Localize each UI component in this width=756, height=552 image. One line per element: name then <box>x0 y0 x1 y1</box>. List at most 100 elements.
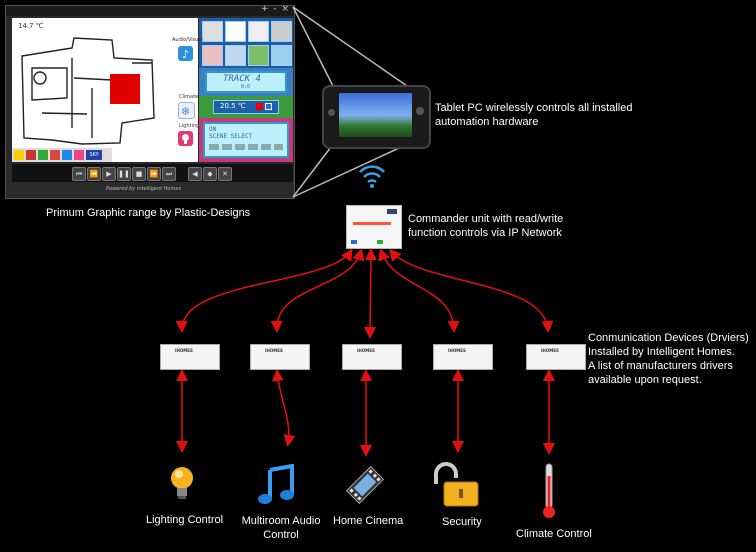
track-panel: TRACK 4 0:0 <box>199 68 293 96</box>
music-icon[interactable] <box>62 150 72 160</box>
tile-3[interactable] <box>248 21 269 42</box>
home-icon[interactable] <box>26 150 36 160</box>
film-reel-icon <box>345 465 385 505</box>
volume-down-icon[interactable]: ◀ <box>188 167 202 181</box>
lighting-panel: ON SCENE SELECT <box>199 118 293 162</box>
svg-text:❄: ❄ <box>181 105 190 118</box>
tile-6[interactable] <box>225 45 246 66</box>
endpoint-label-lighting: Lighting Control <box>146 514 224 526</box>
arrow-commander-audio <box>270 248 365 333</box>
floor-plan-drawing <box>21 37 155 145</box>
climate-temp: 20.5 ℃ <box>220 102 246 110</box>
lighting-display: ON SCENE SELECT <box>203 122 289 158</box>
svg-text:♪: ♪ <box>182 48 189 61</box>
transport-controls: ⏮ ⏪ ▶ ❚❚ ■ ⏩ ⏭ ◀ ◆ ✕ <box>12 164 293 182</box>
track-text: TRACK 4 <box>223 74 261 84</box>
bulb-icon[interactable] <box>178 131 193 146</box>
lighting-state: ON <box>209 126 217 133</box>
commander-strip <box>353 222 391 225</box>
light-icon[interactable] <box>74 150 84 160</box>
back-arrow-icon[interactable] <box>14 150 24 160</box>
comm-caption-2: Installed by Intelligent Homes. <box>588 346 735 358</box>
window-buttons[interactable]: + - × <box>260 4 290 14</box>
device-brand: IHOMES <box>541 348 559 353</box>
arrow-audio <box>271 369 296 447</box>
music-note-icon <box>258 464 294 504</box>
tablet-buttons <box>416 107 424 115</box>
skip-back-icon[interactable]: ⏮ <box>72 167 86 181</box>
climate-caption: Climate <box>179 94 199 100</box>
rewind-icon[interactable]: ⏪ <box>87 167 101 181</box>
device-brand: IHOMES <box>265 348 283 353</box>
track-display: TRACK 4 0:0 <box>205 71 287 93</box>
play-icon[interactable]: ▶ <box>102 167 116 181</box>
comm-caption-3: A list of manufacturers drivers <box>588 360 733 372</box>
climate-panel: 20.5 ℃ <box>199 96 293 118</box>
settings-icon[interactable] <box>38 150 48 160</box>
driver-device-security: IHOMES <box>433 344 493 370</box>
panel-titlebar: + - × <box>6 4 294 16</box>
fast-forward-icon[interactable]: ⏩ <box>147 167 161 181</box>
device-brand: IHOMES <box>175 348 193 353</box>
wifi-icon <box>359 165 385 188</box>
temp-down-button[interactable] <box>256 103 263 110</box>
snowflake-icon[interactable]: ❄ <box>178 102 195 119</box>
tablet-caption-1: Tablet PC wirelessly controls all instal… <box>435 102 633 114</box>
scene-buttons[interactable] <box>209 144 283 150</box>
speaker-icon[interactable]: ◆ <box>203 167 217 181</box>
commander-led <box>377 240 383 244</box>
tile-7[interactable] <box>248 45 269 66</box>
tile-4[interactable] <box>271 21 292 42</box>
panel-caption: Primum Graphic range by Plastic-Designs <box>46 207 251 219</box>
skip-forward-icon[interactable]: ⏭ <box>162 167 176 181</box>
tile-8[interactable] <box>271 45 292 66</box>
driver-device-audio: IHOMES <box>250 344 310 370</box>
comm-caption-1: Conmunication Devices (Drviers) <box>588 332 749 344</box>
lighting-caption: Lighting <box>179 123 200 129</box>
track-time: 0:0 <box>241 84 251 90</box>
video-icon[interactable] <box>50 150 60 160</box>
tablet-screen <box>339 93 412 137</box>
endpoint-label-audio: Multiroom Audio Control <box>241 515 321 541</box>
commander-unit <box>346 205 402 249</box>
commander-logo <box>387 209 397 214</box>
room-nav-bar: SKY <box>12 148 112 162</box>
stop-icon[interactable]: ■ <box>132 167 146 181</box>
endpoint-label-cinema: Home Cinema <box>333 515 404 527</box>
arrow-commander-lighting <box>175 248 353 333</box>
arrow-commander-climate <box>389 248 554 333</box>
pause-icon[interactable]: ❚❚ <box>117 167 131 181</box>
driver-device-lighting: IHOMES <box>160 344 220 370</box>
commander-caption-2: function controls via IP Network <box>408 227 562 239</box>
music-note-icon[interactable]: ♪ <box>178 46 193 61</box>
temperature-readout: 14.7 ℃ <box>18 22 44 30</box>
tile-1[interactable] <box>202 21 223 42</box>
driver-device-cinema: IHOMES <box>342 344 402 370</box>
selected-room[interactable] <box>110 74 140 104</box>
mute-icon[interactable]: ✕ <box>218 167 232 181</box>
media-tiles <box>199 18 293 68</box>
commander-caption-1: Commander unit with read/write <box>408 213 564 225</box>
endpoint-label-climate: Climate Control <box>516 528 592 540</box>
comm-caption-4: available upon request. <box>588 374 702 386</box>
powered-by-text: Powered by Intelligent Homes <box>106 186 182 192</box>
light-bulb-icon <box>171 467 193 499</box>
audio-visual-caption: Audio/Visual <box>172 37 203 43</box>
device-brand: IHOMES <box>448 348 466 353</box>
temp-up-button[interactable] <box>265 103 272 110</box>
sky-button[interactable]: SKY <box>86 150 102 160</box>
tablet-caption-2: automation hardware <box>435 116 539 128</box>
arrow-commander-cinema <box>364 248 377 339</box>
padlock-icon <box>434 462 479 507</box>
tile-5[interactable] <box>202 45 223 66</box>
commander-port <box>351 240 357 244</box>
thermometer-icon <box>543 463 555 518</box>
endpoint-label-security: Security <box>442 516 482 528</box>
tablet-pc <box>322 85 431 149</box>
floor-plan[interactable]: 14.7 ℃ <box>12 18 198 162</box>
primum-ui-panel: + - × 14.7 ℃ Audio/Visual <box>5 4 295 199</box>
driver-device-climate: IHOMES <box>526 344 586 370</box>
tile-2[interactable] <box>225 21 246 42</box>
